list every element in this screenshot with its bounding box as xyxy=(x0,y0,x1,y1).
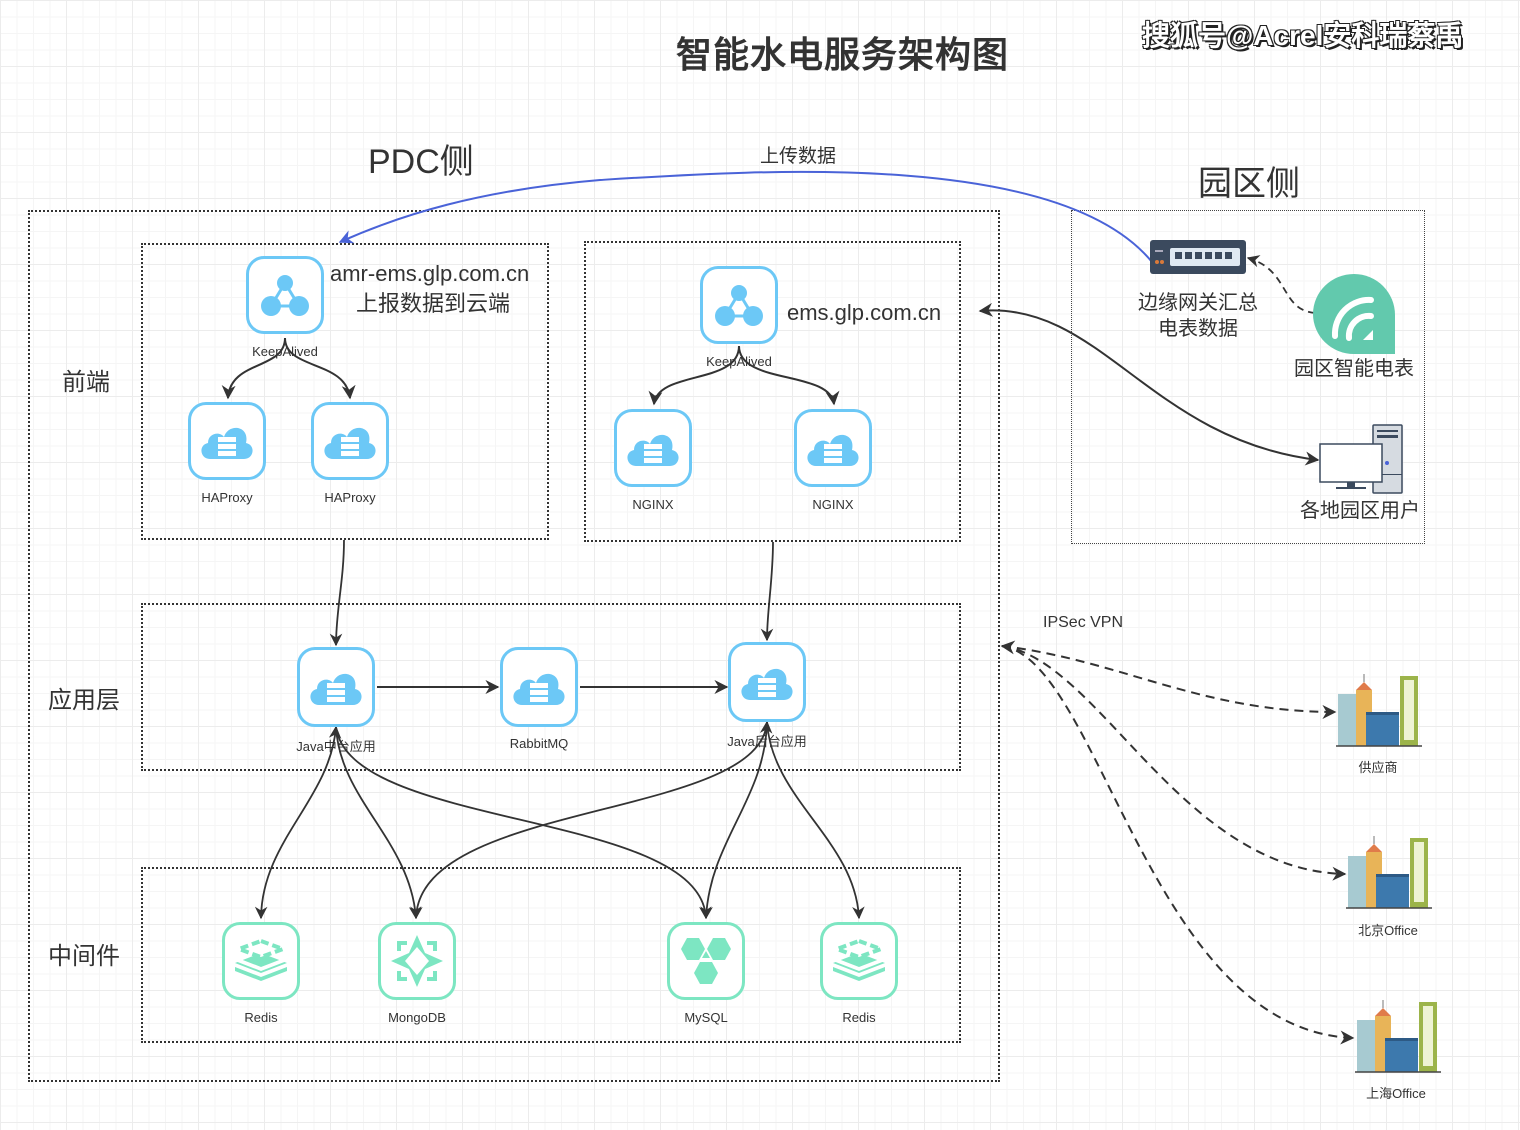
park-side-title: 园区侧 xyxy=(1198,165,1300,203)
java-mid-node[interactable] xyxy=(297,647,375,727)
java-back-label: Java后台应用 xyxy=(727,734,807,749)
cloud-server-icon xyxy=(513,673,565,705)
vpn-label: IPSec VPN xyxy=(1043,614,1124,631)
gateway-switch-icon[interactable] xyxy=(1150,240,1246,274)
domain-desc: 上报数据到云端 xyxy=(356,291,511,316)
office-label-beijing: 北京Office xyxy=(1358,923,1418,938)
smart-meter-icon[interactable] xyxy=(1313,274,1395,354)
vpn-link-supplier xyxy=(1000,640,1337,719)
upload-data-line xyxy=(338,170,1153,263)
redis-label-2: Redis xyxy=(842,1010,876,1025)
haproxy-label-2: HAProxy xyxy=(324,490,376,505)
rabbitmq-node[interactable] xyxy=(500,647,578,727)
redis-icon xyxy=(831,938,887,981)
haproxy-label-1: HAProxy xyxy=(201,490,253,505)
edge-java-back-redis2 xyxy=(766,721,865,920)
office-building-icon[interactable] xyxy=(1346,836,1432,910)
mysql-node[interactable] xyxy=(667,922,745,1000)
nginx-node-2[interactable] xyxy=(794,409,872,487)
edge-frontend-java-mid xyxy=(329,539,345,647)
keepalived-node-left[interactable] xyxy=(246,256,324,334)
nginx-node-1[interactable] xyxy=(614,409,692,487)
haproxy-node-2[interactable] xyxy=(311,402,389,480)
domain-ems: ems.glp.com.cn xyxy=(787,300,942,325)
edge-ems-users xyxy=(978,302,1320,466)
page-title: 智能水电服务架构图 xyxy=(676,34,1010,75)
cloud-server-icon xyxy=(324,427,376,459)
frontend-left-group xyxy=(141,243,549,540)
edge-java-back-mysql xyxy=(700,721,768,920)
frontend-right-group xyxy=(584,241,961,542)
cluster-icon xyxy=(261,275,309,316)
cluster-icon xyxy=(715,285,763,326)
vpn-link-shanghai xyxy=(1001,645,1355,1045)
nginx-label-2: NGINX xyxy=(812,497,854,512)
edge-java-mid-mysql xyxy=(335,726,712,920)
edge-keepalived-nginx1 xyxy=(648,345,740,406)
cloud-server-icon xyxy=(201,427,253,459)
smart-meter-label: 园区智能电表 xyxy=(1294,358,1414,380)
upload-data-label: 上传数据 xyxy=(760,146,837,167)
redis-icon xyxy=(233,938,289,981)
java-mid-label: Java中台应用 xyxy=(296,739,376,754)
keepalived-node-right[interactable] xyxy=(700,266,778,344)
edge-java-mid-mongo xyxy=(335,726,422,920)
office-building-icon[interactable] xyxy=(1336,674,1422,748)
office-label-supplier: 供应商 xyxy=(1358,760,1398,775)
cloud-server-icon xyxy=(310,673,362,705)
mysql-icon xyxy=(681,938,731,984)
cloud-server-icon xyxy=(627,434,679,466)
java-back-node[interactable] xyxy=(728,642,806,722)
keepalived-label-left: KeepAlived xyxy=(252,344,318,359)
office-label-shanghai: 上海Office xyxy=(1366,1086,1426,1101)
layer-label-application: 应用层 xyxy=(48,687,120,714)
mongodb-label: MongoDB xyxy=(388,1010,446,1025)
cloud-server-icon xyxy=(807,434,859,466)
edge-keepalived-haproxy2 xyxy=(284,337,356,400)
pdc-container xyxy=(28,210,1000,1082)
edge-frontend-java-back xyxy=(760,541,774,642)
pdc-side-title: PDC侧 xyxy=(368,143,474,181)
gateway-label-line2: 电表数据 xyxy=(1158,318,1238,340)
cloud-server-icon xyxy=(741,668,793,700)
rabbitmq-label: RabbitMQ xyxy=(509,736,569,751)
edge-java-back-mongo xyxy=(410,720,773,920)
redis-label-1: Redis xyxy=(244,1010,278,1025)
mysql-label: MySQL xyxy=(684,1010,728,1025)
redis-node-1[interactable] xyxy=(222,922,300,1000)
vpn-link-beijing xyxy=(1001,645,1347,881)
layer-label-middleware: 中间件 xyxy=(48,943,120,970)
keepalived-label-right: KeepAlived xyxy=(706,354,772,369)
redis-node-2[interactable] xyxy=(820,922,898,1000)
mongodb-icon xyxy=(391,935,443,987)
edge-keepalived-haproxy1 xyxy=(221,337,286,400)
layer-label-frontend: 前端 xyxy=(62,369,110,396)
domain-amr-ems: amr-ems.glp.com.cn xyxy=(330,261,530,286)
edge-keepalived-nginx2 xyxy=(738,345,840,406)
edge-meter-gateway xyxy=(1246,255,1316,314)
nginx-label-1: NGINX xyxy=(632,497,674,512)
gateway-label-line1: 边缘网关汇总 xyxy=(1138,292,1258,314)
haproxy-node-1[interactable] xyxy=(188,402,266,480)
park-users-label: 各地园区用户 xyxy=(1300,500,1420,522)
desktop-computer-icon[interactable] xyxy=(1318,424,1404,496)
office-building-icon[interactable] xyxy=(1355,1000,1441,1074)
edge-java-mid-redis1 xyxy=(254,725,342,920)
watermark: 搜狐号@Acrel安科瑞蔡禹 xyxy=(1142,20,1464,51)
mongodb-node[interactable] xyxy=(378,922,456,1000)
